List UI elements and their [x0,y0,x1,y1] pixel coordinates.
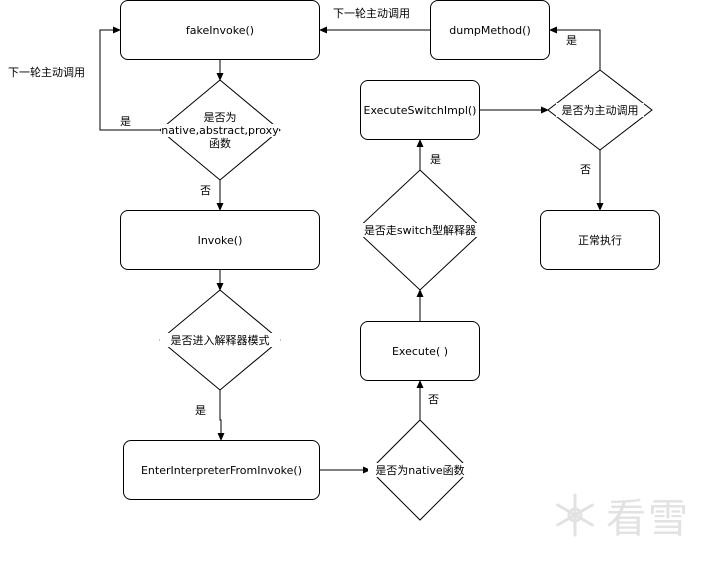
execute-switch-impl-node: ExecuteSwitchImpl() [360,80,480,140]
edge-label-no-to-invoke: 否 [200,184,211,197]
edge-label-no-to-normal: 否 [580,163,591,176]
execute-label: Execute( ) [391,344,449,358]
decision-line-1: 是否为 [203,110,237,124]
edge-label-no-to-execute: 否 [428,393,439,406]
watermark-text: 看雪 [606,496,690,542]
decision-active-call-label: 是否为主动调用 [556,103,644,117]
decision-native-abstract-proxy-label: 是否为 native,abstract,proxy 函数 [160,108,280,152]
execute-node: Execute( ) [360,321,480,381]
decision-switch-interpreter-label: 是否走switch型解释器 [354,223,486,237]
normal-execution-node: 正常执行 [540,210,660,270]
decision-switch-interpreter-text: 是否走switch型解释器 [363,223,477,237]
decision-interpreter-mode-label: 是否进入解释器模式 [160,333,280,347]
edge-label-next-round-top: 下一轮主动调用 [333,7,410,20]
fake-invoke-node: fakeInvoke() [120,0,320,60]
edge-label-yes-to-enter: 是 [195,404,206,417]
invoke-label: Invoke() [197,233,243,247]
enter-interpreter-from-invoke-node: EnterInterpreterFromInvoke() [123,440,320,500]
decision-native-function-label: 是否为native函数 [368,463,472,477]
edge-active-check-yes-to-dump [549,26,601,70]
snowflake-icon [556,493,594,537]
enter-interpreter-from-invoke-label: EnterInterpreterFromInvoke() [140,463,302,477]
decision-active-call-text: 是否为主动调用 [561,103,639,117]
dump-method-label: dumpMethod() [449,23,531,37]
edge-label-yes-to-dump: 是 [566,34,577,47]
edge-decision-yes-to-enter [217,390,225,441]
dump-method-node: dumpMethod() [430,0,550,60]
decision-native-function-text: 是否为native函数 [375,463,465,477]
edge-decision-yes-loop [99,26,160,131]
edge-label-yes-left-loop: 是 [120,115,131,128]
decision-line-3: 函数 [209,136,231,150]
edge-label-next-round-left: 下一轮主动调用 [8,66,85,79]
execute-switch-impl-label: ExecuteSwitchImpl() [363,103,477,117]
decision-interpreter-mode-text: 是否进入解释器模式 [170,333,270,347]
decision-line-2: native,abstract,proxy [161,123,279,137]
fake-invoke-label: fakeInvoke() [185,23,255,37]
invoke-node: Invoke() [120,210,320,270]
watermark: 看雪 [552,486,690,544]
normal-execution-label: 正常执行 [578,234,622,247]
edge-label-yes-to-execute-switch: 是 [430,153,441,166]
